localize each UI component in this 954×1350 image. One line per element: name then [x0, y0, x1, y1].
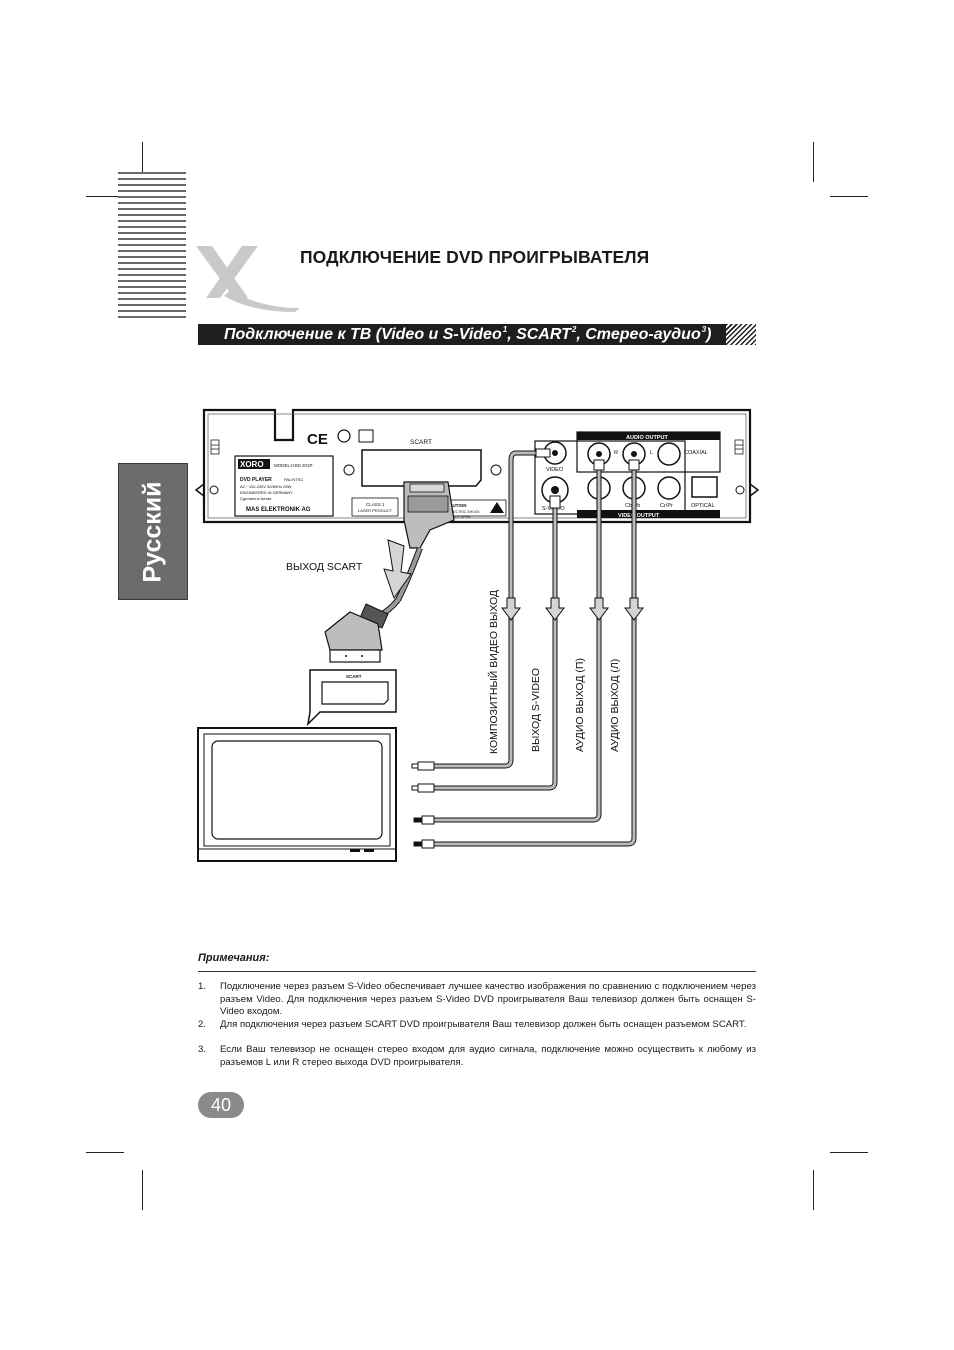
note-item: 2.Для подключения через разъем SCART DVD…	[198, 1019, 747, 1030]
x-logo-icon	[196, 246, 300, 312]
model-label: MODEL:HSD 201P	[274, 463, 313, 468]
arrow-down-icon	[624, 597, 644, 621]
page-number: 40	[198, 1092, 244, 1118]
crop-mark	[813, 1170, 814, 1210]
audio-r-out-label: АУДИО ВЫХОД (П)	[574, 658, 586, 752]
connection-diagram: CE XORO MODEL:HSD 201P DVD PLAYER PAL/NT…	[194, 408, 760, 862]
certification-icon	[337, 429, 351, 443]
brand-logo: XORO	[240, 460, 264, 469]
crop-mark	[142, 1170, 143, 1210]
page-title: ПОДКЛЮЧЕНИЕ DVD ПРОИГРЫВАТЕЛЯ	[300, 247, 650, 267]
svg-text:ENGINEERED IN GERMANY: ENGINEERED IN GERMANY	[240, 490, 293, 495]
svideo-out-label: ВЫХОД S-VIDEO	[530, 668, 542, 752]
svg-text:LASER PRODUCT: LASER PRODUCT	[358, 508, 393, 513]
svg-text:PAL/NTSC: PAL/NTSC	[284, 477, 303, 482]
arrow-down-icon	[589, 597, 609, 621]
crop-mark	[830, 1152, 868, 1153]
crpr-jack	[657, 476, 681, 500]
recycle-icon	[358, 429, 374, 443]
svg-text:Сделано в Китае: Сделано в Китае	[240, 496, 272, 501]
section-subtitle: Подключение к ТВ (Video и S-Video1, SCAR…	[224, 325, 712, 343]
audio-l-out-label: АУДИО ВЫХОД (Л)	[609, 659, 621, 752]
svg-text:AUDIO OUTPUT: AUDIO OUTPUT	[626, 435, 669, 441]
crop-mark	[86, 196, 124, 197]
svg-text:VIDEO OUTPUT: VIDEO OUTPUT	[618, 513, 660, 519]
svg-text:COAXIAL: COAXIAL	[684, 450, 708, 456]
crop-mark	[830, 196, 868, 197]
svg-text:CLASS 1: CLASS 1	[366, 502, 385, 507]
svg-text:CAUTION: CAUTION	[446, 503, 467, 508]
arrow-down-icon	[545, 597, 565, 621]
header-stripes	[118, 172, 186, 320]
crop-mark	[813, 142, 814, 182]
crop-mark	[86, 1152, 124, 1153]
svg-text:DO NOT OPEN: DO NOT OPEN	[446, 515, 471, 519]
warning-icon	[490, 502, 504, 513]
svg-text:VIDEO: VIDEO	[546, 467, 564, 473]
note-item: 1.Подключение через разъем S-Video обесп…	[198, 981, 756, 1018]
tv-screen	[211, 740, 383, 840]
scart-out-label: ВЫХОД SCART	[286, 561, 363, 573]
svg-text:AC ~110-240V 50/60Hz 25W: AC ~110-240V 50/60Hz 25W	[240, 484, 292, 489]
svg-text:Cr/Pr: Cr/Pr	[660, 503, 673, 509]
svg-text:DVD PLAYER: DVD PLAYER	[240, 477, 272, 483]
section-banner: Подключение к ТВ (Video и S-Video1, SCAR…	[198, 324, 726, 345]
notes-divider	[198, 971, 756, 972]
note-item: 3.Если Ваш телевизор не оснащен стерео в…	[198, 1044, 756, 1068]
banner-hatch	[726, 324, 756, 345]
composite-out-label: КОМПОЗИТНЫЙ ВИДЕО ВЫХОД	[487, 590, 500, 754]
scart-socket-label: SCART	[410, 439, 432, 446]
svg-text:R: R	[614, 450, 618, 456]
optical-jack	[691, 476, 718, 498]
svg-text:OPTICAL: OPTICAL	[691, 503, 715, 509]
language-tab: Русский	[118, 463, 188, 600]
svg-text:RISK OF ELECTRIC SHOCK: RISK OF ELECTRIC SHOCK	[434, 510, 480, 514]
svg-text:MAS ELEKTRONIK AG: MAS ELEKTRONIK AG	[246, 507, 311, 513]
notes-title: Примечания:	[198, 952, 270, 964]
crop-mark	[142, 142, 143, 182]
tv-scart-socket	[321, 681, 389, 705]
arrow-down-icon	[501, 597, 521, 621]
ce-mark: CE	[307, 431, 328, 448]
svg-text:SCART: SCART	[346, 674, 362, 679]
coaxial-jack	[657, 442, 681, 466]
screw-icon	[210, 439, 744, 455]
scart-socket	[361, 449, 482, 487]
svg-text:L: L	[650, 450, 653, 456]
